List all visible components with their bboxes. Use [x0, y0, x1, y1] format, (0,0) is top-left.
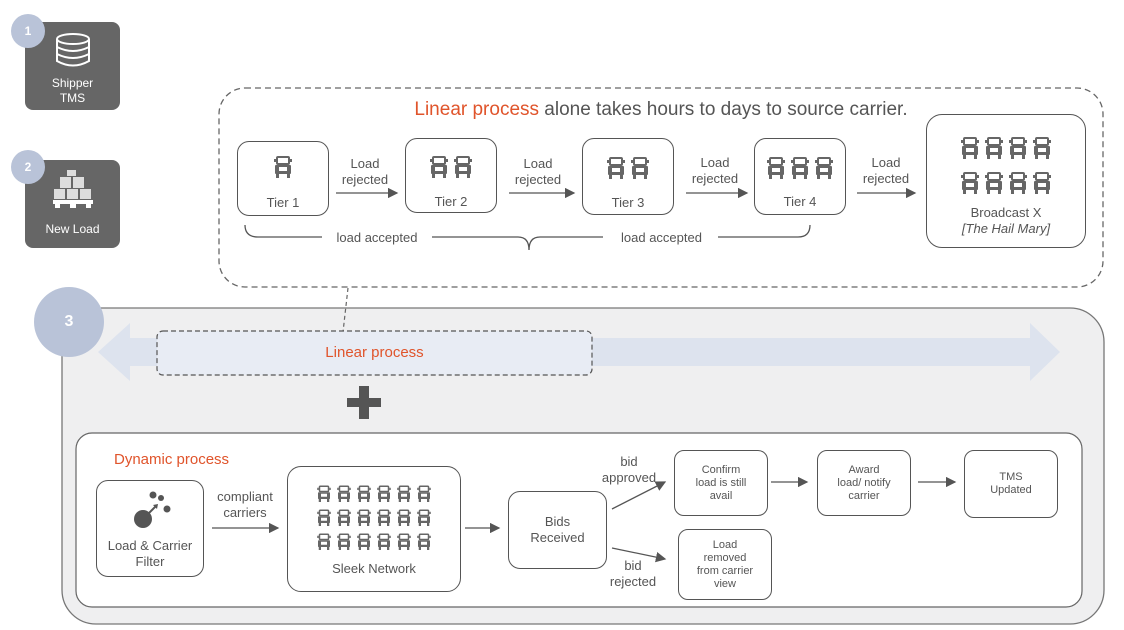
truck-icon — [317, 485, 331, 502]
tier2-box: Tier 2 — [405, 138, 497, 213]
truck-icon-row — [288, 532, 460, 555]
truck-icon — [1009, 172, 1027, 194]
network-box: Sleek Network — [287, 466, 461, 592]
step1-number: 1 — [11, 14, 45, 48]
tier4-label: Tier 4 — [783, 194, 817, 209]
step2-number: 2 — [11, 150, 45, 184]
step3-number: 3 — [34, 287, 104, 357]
truck-icon — [337, 509, 351, 526]
truck-icon — [454, 156, 472, 178]
tier4-box: Tier 4 — [754, 138, 846, 215]
truck-icon-row — [238, 154, 328, 183]
truck-icon — [767, 157, 785, 179]
accepted-brace — [244, 224, 811, 251]
truck-icon — [985, 172, 1003, 194]
linear-title-rest: alone takes hours to days to source carr… — [539, 99, 908, 120]
broadcast-label: Broadcast X [The Hail Mary] — [927, 205, 1085, 237]
filter-dots-icon — [134, 491, 171, 528]
broadcast-line2: [The Hail Mary] — [961, 221, 1051, 236]
truck-icon — [317, 509, 331, 526]
truck-icon — [357, 509, 371, 526]
truck-icon-row — [927, 170, 1085, 199]
plus-v — [359, 386, 369, 419]
step1-label-1: Shipper — [51, 76, 94, 90]
truck-icon — [337, 533, 351, 550]
truck-icon — [607, 157, 625, 179]
pallet-boxes-icon — [53, 170, 93, 208]
truck-icon-row — [288, 484, 460, 507]
truck-icon — [985, 137, 1003, 159]
truck-icon — [397, 533, 411, 550]
truck-icon-row — [755, 155, 845, 184]
truck-icon — [961, 137, 979, 159]
truck-icon — [357, 485, 371, 502]
network-label: Sleek Network — [332, 561, 416, 576]
truck-icon-row — [288, 508, 460, 531]
tier3-label: Tier 3 — [611, 195, 645, 210]
truck-icon — [430, 156, 448, 178]
tier2-label: Tier 2 — [434, 194, 468, 209]
broadcast-line1: Broadcast X — [970, 205, 1042, 220]
truck-icon — [397, 509, 411, 526]
database-icon — [56, 33, 90, 67]
tier3-box: Tier 3 — [582, 138, 674, 215]
truck-icon — [631, 157, 649, 179]
truck-icon — [377, 533, 391, 550]
truck-icon — [1033, 137, 1051, 159]
truck-icon — [961, 172, 979, 194]
truck-icon — [337, 485, 351, 502]
truck-icon-row — [583, 155, 673, 184]
linear-process-label: Linear process — [325, 344, 424, 361]
linear-process-box — [156, 330, 593, 376]
truck-icon-row — [406, 154, 496, 183]
truck-icon — [274, 156, 292, 178]
broadcast-box: Broadcast X [The Hail Mary] — [926, 114, 1086, 248]
truck-icon — [377, 509, 391, 526]
dashed-connector — [342, 287, 349, 333]
truck-icon-row — [927, 135, 1085, 164]
load-accepted-left: load accepted — [336, 230, 418, 245]
truck-icon — [417, 509, 431, 526]
tier1-label: Tier 1 — [266, 195, 300, 210]
truck-icon — [417, 485, 431, 502]
truck-icon — [357, 533, 371, 550]
step2-label: New Load — [45, 222, 100, 236]
dynamic-process-title: Dynamic process — [114, 451, 230, 468]
truck-icon — [377, 485, 391, 502]
truck-icon — [1009, 137, 1027, 159]
linear-panel-title: Linear process alone takes hours to days… — [219, 99, 1103, 121]
load-accepted-right: load accepted — [621, 230, 702, 245]
truck-icon — [417, 533, 431, 550]
truck-icon — [1033, 172, 1051, 194]
truck-icon — [791, 157, 809, 179]
truck-icon — [815, 157, 833, 179]
step1-label-2: TMS — [59, 91, 86, 105]
tier1-box: Tier 1 — [237, 141, 329, 216]
linear-title-highlight: Linear process — [414, 99, 540, 120]
truck-icon — [317, 533, 331, 550]
truck-icon — [397, 485, 411, 502]
